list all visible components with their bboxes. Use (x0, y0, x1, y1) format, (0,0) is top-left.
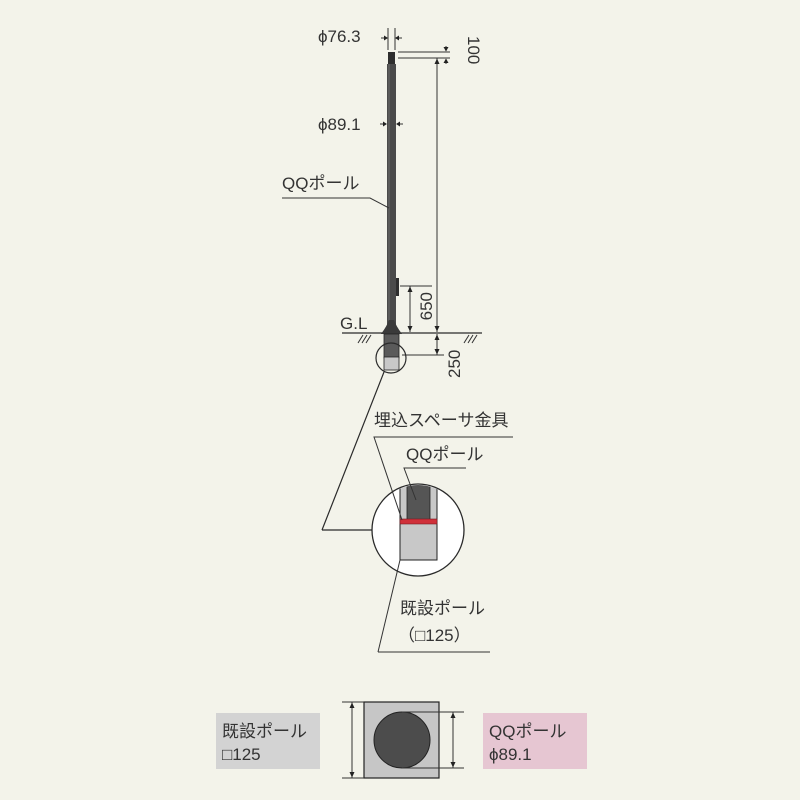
ground-hatch-right (463, 334, 478, 344)
pole-side-bracket (396, 278, 399, 296)
spacer-bracket-leader (373, 436, 513, 521)
qq-pole-label-box (483, 713, 587, 769)
embedded-pole-section (383, 333, 400, 359)
detail-callout-leader (321, 371, 385, 531)
pole-top-cap (388, 52, 395, 64)
plan-existing-label-line2: □125 (222, 745, 261, 764)
dim-top-label: 100 (464, 36, 483, 64)
existing-pole-size-label: （□125） (398, 626, 471, 645)
spacer-bracket-detail (399, 518, 438, 525)
qq-pole-leader (282, 197, 390, 209)
plan-existing-label-line1: 既設ポール (222, 722, 307, 741)
top-diameter-label: ϕ76.3 (318, 27, 361, 46)
existing-pole-label-box (216, 713, 320, 769)
detail-callout-circle (375, 342, 407, 374)
plan-view: 既設ポール □125 QQポール ϕ89.1 (216, 701, 587, 779)
elevation-view: ϕ76.3 ϕ89.1 QQポール 100 650 (282, 27, 483, 531)
detail-qq-pole-label: QQポール (406, 445, 483, 464)
existing-pole-label: 既設ポール (400, 599, 485, 618)
plan-qq-label-line2: ϕ89.1 (489, 745, 532, 764)
spacer-bracket-label: 埋込スペーサ金具 (374, 411, 508, 430)
qq-pole-label: QQポール (282, 174, 359, 193)
pole-diameter-label: ϕ89.1 (318, 115, 361, 134)
detail-view: 埋込スペーサ金具 QQポール 既設ポール （□125） (322, 411, 513, 653)
pole-base-flare (381, 320, 402, 334)
dim-250-label: 250 (445, 350, 464, 378)
qq-pole-circle-section (373, 711, 431, 769)
dim-650-label: 650 (417, 292, 436, 320)
qq-pole-detail (406, 485, 431, 521)
existing-pole-leader (377, 559, 401, 653)
qq-pole-shaft (387, 64, 396, 332)
plan-qq-label-line1: QQポール (489, 722, 566, 741)
ground-hatch-left (357, 334, 372, 344)
detail-qq-pole-leader (403, 467, 466, 501)
existing-pole-section (383, 356, 400, 371)
ground-level-label: G.L (340, 314, 367, 333)
